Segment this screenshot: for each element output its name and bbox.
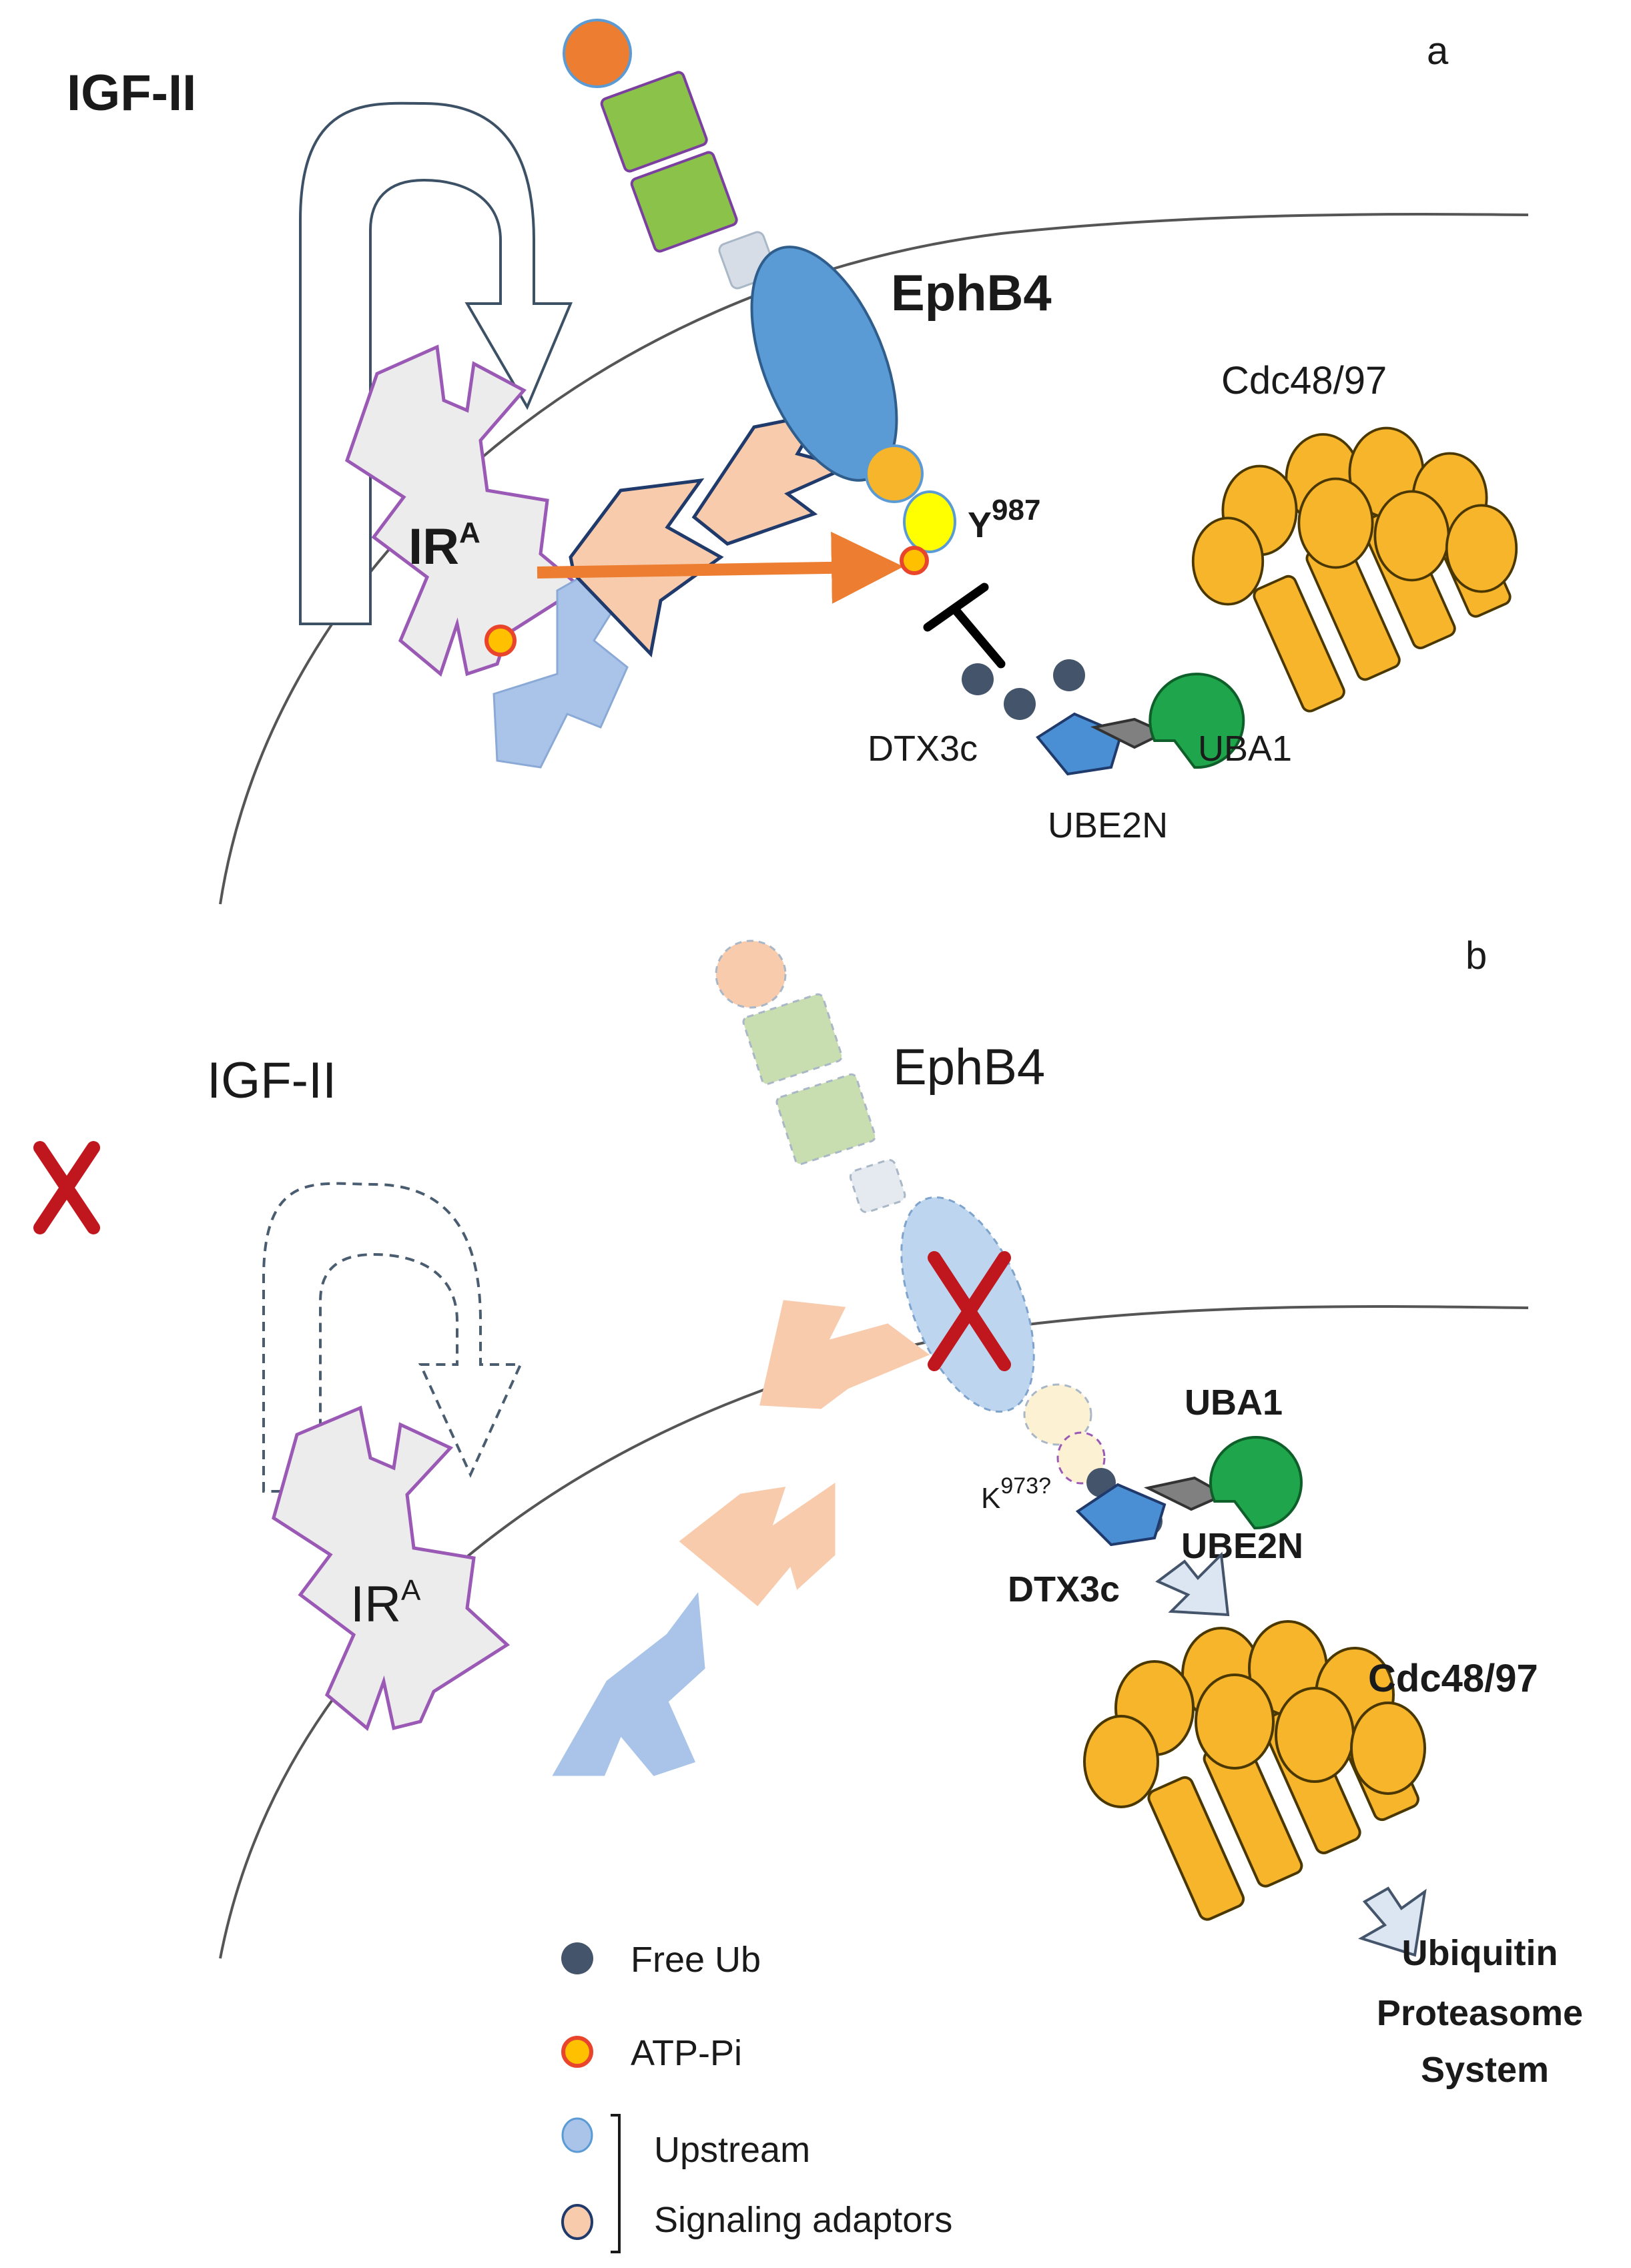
uba1-label: UBA1 bbox=[1198, 729, 1292, 769]
free-ub-dot bbox=[962, 663, 994, 695]
free-ub-dot bbox=[1053, 659, 1085, 691]
y987-label: Y987 bbox=[968, 494, 1040, 545]
ephb4-ligand-binding-domain bbox=[563, 19, 632, 88]
panel-b-letter: b bbox=[1465, 934, 1487, 978]
legend-atp: ATP-Pi bbox=[631, 2033, 742, 2073]
upstream-legend-icon bbox=[561, 2117, 593, 2153]
upstream-adaptor bbox=[493, 562, 629, 769]
ube2n-label-b: UBE2N bbox=[1181, 1526, 1303, 1566]
uba1-label-b: UBA1 bbox=[1185, 1383, 1283, 1423]
igf-ii-label: IGF-II bbox=[67, 65, 196, 121]
legend-upstream: Upstream bbox=[654, 2130, 810, 2170]
ephb4-domain-green-faded bbox=[775, 1073, 876, 1165]
phosphorylation-arrow bbox=[537, 531, 904, 604]
dtx3c-label: DTX3c bbox=[868, 729, 978, 769]
cdc48-complex bbox=[1191, 426, 1518, 715]
proteasome-arrow bbox=[1358, 1886, 1427, 1957]
igf-ii-ligand bbox=[299, 101, 573, 625]
k973-label: K973? bbox=[981, 1473, 1051, 1515]
ir-a-receptor-b bbox=[272, 1405, 511, 1732]
x-mark-icon bbox=[928, 1251, 1011, 1371]
adaptor-legend-icon bbox=[561, 2204, 593, 2240]
free-ub-dot bbox=[1004, 688, 1036, 720]
cdc48-label: Cdc48/97 bbox=[1221, 359, 1387, 402]
cell-membrane-a bbox=[219, 213, 1529, 905]
ephb4-tail-domain-faded bbox=[1023, 1383, 1092, 1446]
panel-b: b IGF-II IRA EphB4 bbox=[33, 934, 1593, 2090]
ephb4-domain-green bbox=[630, 151, 738, 253]
inhibition-symbol bbox=[923, 583, 1006, 669]
atp-pi-legend-icon bbox=[561, 2036, 593, 2068]
free-ub-legend-icon bbox=[561, 1942, 593, 1974]
ephb4-tail-domain bbox=[865, 444, 924, 503]
ephb4-label-b: EphB4 bbox=[893, 1039, 1045, 1096]
uba1-enzyme-b bbox=[1209, 1436, 1303, 1530]
ir-a-receptor bbox=[344, 344, 584, 677]
signaling-adaptor-free bbox=[679, 1483, 836, 1607]
panel-a: a IGF-II IRA EphB4 Y987 bbox=[67, 19, 1529, 905]
ir-a-label-b: IRA bbox=[350, 1574, 421, 1633]
ephb4-domain-green-faded bbox=[742, 993, 843, 1085]
cdc48-label-b: Cdc48/97 bbox=[1368, 1657, 1538, 1700]
dtx3c-enzyme-b bbox=[1075, 1483, 1167, 1547]
dtx3c-label-b: DTX3c bbox=[1008, 1569, 1120, 1609]
panel-a-letter: a bbox=[1427, 29, 1449, 73]
ups-label: Ubiquitin Proteasome System bbox=[1377, 1933, 1593, 2090]
atp-pi-dot bbox=[900, 546, 929, 575]
uba1-enzyme bbox=[1149, 673, 1245, 769]
ephb4-ligand-binding-domain-faded bbox=[715, 939, 787, 1009]
igf-ii-label-b: IGF-II bbox=[207, 1052, 336, 1109]
signaling-adaptor-free bbox=[759, 1300, 930, 1409]
atp-pi-dot bbox=[484, 625, 517, 657]
legend-free-ub: Free Ub bbox=[631, 1940, 761, 1980]
dtx3c-enzyme bbox=[1036, 712, 1123, 776]
legend-adaptors: Signaling adaptors bbox=[654, 2200, 952, 2240]
legend-bracket bbox=[611, 2114, 621, 2253]
ephb4-y987-domain bbox=[903, 490, 956, 553]
ir-a-label: IRA bbox=[408, 516, 480, 575]
x-mark-icon bbox=[33, 1141, 100, 1234]
ephb4-linker-faded bbox=[849, 1158, 906, 1214]
legend: Free Ub ATP-Pi Upstream Signaling adapto… bbox=[561, 1940, 952, 2253]
upstream-adaptor-free bbox=[552, 1591, 705, 1776]
degradation-arrow bbox=[1155, 1551, 1230, 1617]
ube2n-label: UBE2N bbox=[1048, 805, 1168, 845]
ephb4-label: EphB4 bbox=[891, 265, 1052, 322]
ephb4-domain-green bbox=[600, 71, 708, 173]
ephb4-receptor bbox=[563, 19, 956, 553]
igf-ii-ligand-inactive bbox=[262, 1182, 523, 1493]
